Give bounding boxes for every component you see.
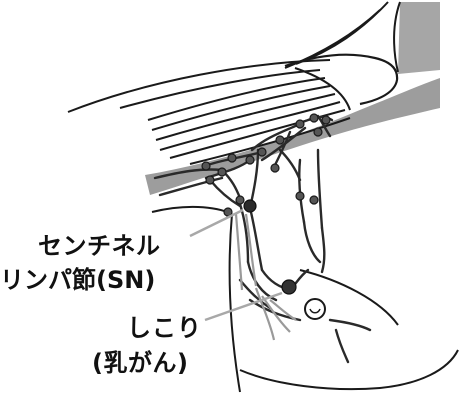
lymph-node — [314, 128, 322, 136]
sentinel-node-label-line2: リンパ節(SN) — [0, 260, 155, 295]
lymph-node — [296, 192, 304, 200]
lymph-node — [236, 196, 244, 204]
muscle-band-upper — [398, 2, 440, 74]
lymph-node — [202, 162, 210, 170]
lymph-node — [276, 136, 284, 144]
lymph-node — [228, 154, 236, 162]
tumor — [282, 280, 296, 294]
lymph-node — [310, 196, 318, 204]
nipple — [305, 299, 325, 319]
lymph-node — [310, 114, 318, 122]
tumor-label-line1: しこり — [127, 308, 202, 343]
sentinel-leader-line — [190, 210, 243, 236]
lymph-node — [206, 176, 214, 184]
torso-outline — [152, 207, 232, 214]
sentinel-lymph-node — [244, 200, 256, 212]
lymph-node — [218, 168, 226, 176]
lymph-node — [271, 164, 279, 172]
lymph-node — [296, 120, 304, 128]
lymph-node — [258, 148, 266, 156]
tumor-label-line2: (乳がん) — [92, 343, 188, 378]
sentinel-node-label-line1: センチネル — [38, 226, 161, 261]
pectoral-muscle-fibres — [68, 2, 400, 164]
lymph-node — [246, 156, 254, 164]
lymph-node — [322, 116, 330, 124]
